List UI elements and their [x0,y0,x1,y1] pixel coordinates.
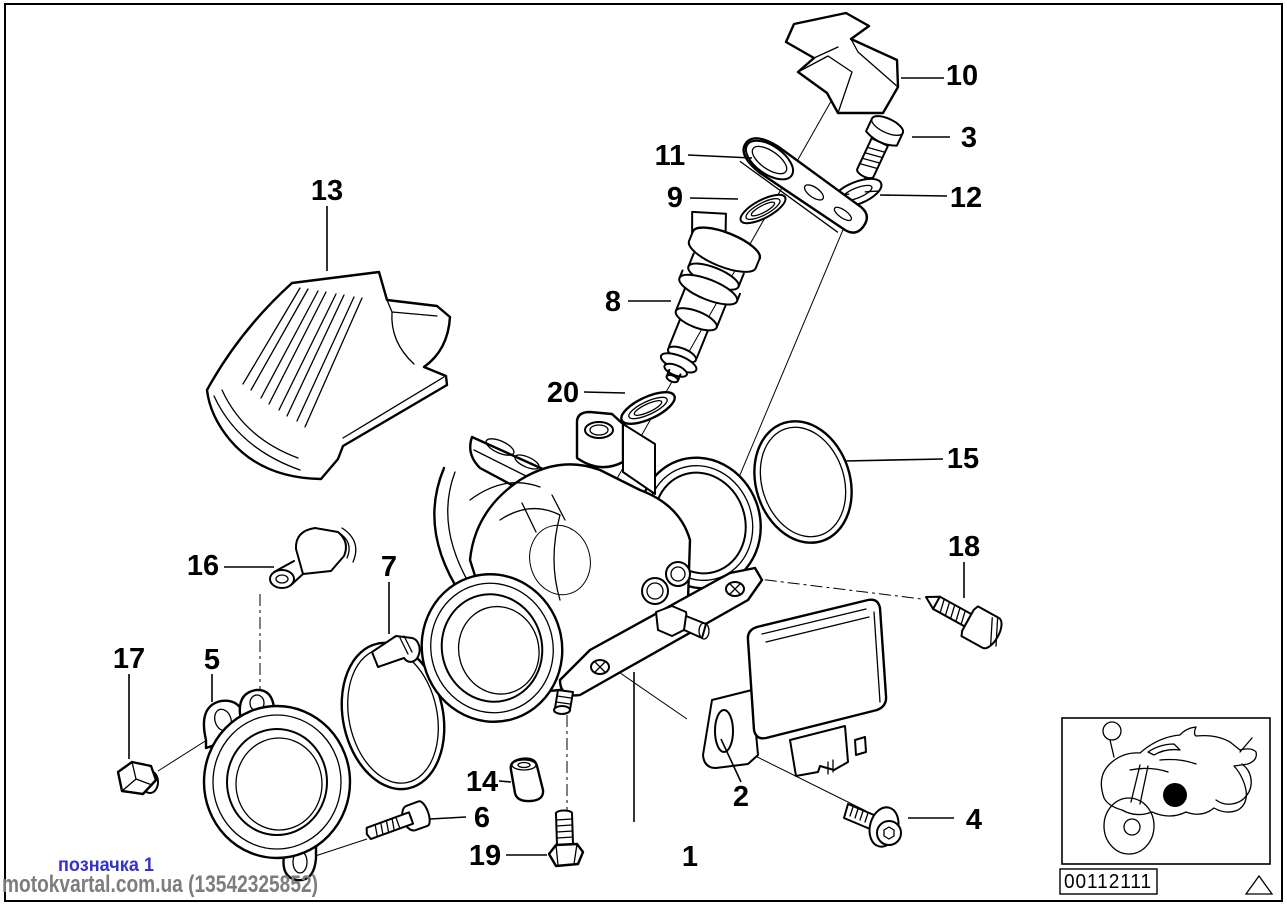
callout-number: 12 [950,182,982,214]
callout-number: 17 [113,643,145,675]
callout-number: 20 [547,377,579,409]
part-19-bolt-drawing [547,809,585,868]
part-20-seal-drawing [620,391,676,425]
callout-leader-line [429,816,467,820]
watermark-site: motokvartal.com.ua (13542325852) [2,871,318,898]
callout-number: 16 [187,550,219,582]
watermark-label: позначка 1 [58,855,154,876]
callout-number: 4 [966,804,982,836]
callout-leader-line [498,780,512,783]
part-15-o-ring-drawing [753,420,853,544]
part-11-retainer-bracket-drawing [739,137,869,234]
part-4-screw-drawing [843,803,902,848]
callout-number: 9 [667,182,683,214]
callout-leader-line [720,738,742,783]
callout-number: 2 [733,781,749,813]
part-5-intake-flange-drawing [202,688,352,882]
part-7-hose-clamp-drawing [340,635,446,791]
part-1-throttle-body-drawing [420,410,764,723]
callout-number: 1 [682,841,698,873]
callout-number: 18 [948,531,980,563]
callout-number: 3 [961,122,977,154]
part-8-fuel-injector-drawing [659,210,762,384]
part-17-bolt-drawing [116,760,159,796]
part-2-throttle-sensor-drawing [702,598,888,777]
callout-number: 10 [946,60,978,92]
part-locator-inset: 00112111 [1059,717,1274,895]
part-13-ribbed-cover-drawing [205,270,452,481]
part-16-holder-drawing [269,527,357,589]
callout-number: 14 [466,766,498,798]
callout-leader-line [687,154,753,159]
callout-leader-line [689,197,739,200]
part-9-seal-ring-drawing [739,193,787,225]
image-code-box [1059,868,1158,895]
callout-number: 5 [204,644,220,676]
part-3-screw-drawing [856,115,905,180]
part-18-adjust-screw-drawing [925,595,1003,650]
callout-number: 13 [311,175,343,207]
part-6-bolt-drawing [365,800,431,841]
callout-number: 19 [469,840,501,872]
location-marker-dot [1163,783,1187,807]
callout-number: 11 [655,140,686,172]
callout-number: 7 [381,551,397,583]
callout-leader-line [844,458,944,462]
image-code: 00112111 [1064,871,1152,893]
callout-number: 6 [474,802,490,834]
warning-triangle-icon [1244,874,1274,895]
motorcycle-icon [1100,721,1257,855]
callout-leader-line [583,391,626,394]
callout-number: 8 [605,286,621,318]
part-10-cover-drawing [784,11,900,115]
callout-number: 15 [947,443,979,475]
part-14-cap-drawing [509,757,545,803]
callout-leader-line [879,194,948,197]
